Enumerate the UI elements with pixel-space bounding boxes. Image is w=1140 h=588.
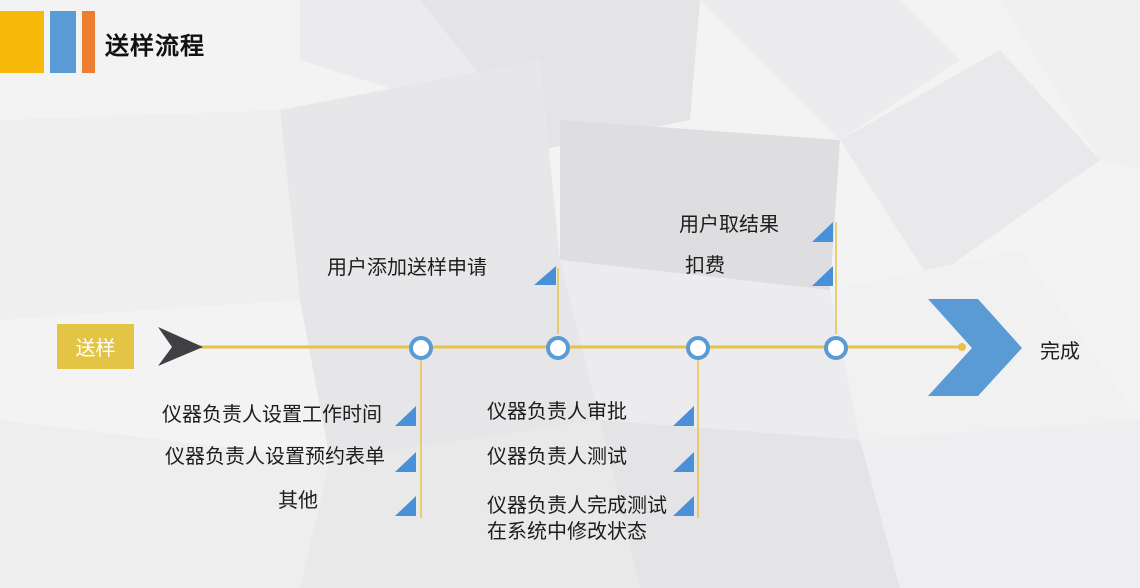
end-label: 完成 bbox=[1040, 339, 1080, 363]
start-box: 送样 bbox=[57, 324, 134, 369]
marker-icon bbox=[673, 406, 694, 426]
step-label: 用户取结果 bbox=[679, 212, 779, 236]
timeline-node-3 bbox=[686, 336, 710, 360]
marker-icon bbox=[395, 406, 416, 426]
step-label: 仪器负责人测试 bbox=[487, 444, 627, 468]
page-title: 送样流程 bbox=[105, 32, 205, 60]
step-label: 仪器负责人审批 bbox=[487, 399, 627, 423]
marker-icon bbox=[395, 496, 416, 516]
header-bar-blue bbox=[50, 11, 76, 73]
step-label: 扣费 bbox=[685, 253, 725, 277]
timeline-node-2 bbox=[546, 336, 570, 360]
marker-icon bbox=[812, 266, 833, 286]
header-bar-orange bbox=[82, 11, 95, 73]
marker-icon bbox=[534, 266, 556, 285]
step-label: 仪器负责人完成测试在系统中修改状态 bbox=[487, 493, 667, 543]
step-label: 其他 bbox=[278, 488, 318, 512]
step-label: 用户添加送样申请 bbox=[327, 255, 487, 279]
header-bar-yellow bbox=[0, 11, 44, 73]
marker-icon bbox=[812, 222, 833, 242]
marker-icon bbox=[673, 452, 694, 472]
timeline-node-4 bbox=[824, 336, 848, 360]
marker-icon bbox=[395, 452, 416, 472]
step-label: 仪器负责人设置预约表单 bbox=[165, 444, 385, 468]
start-arrow-icon bbox=[158, 327, 203, 366]
timeline-end-dot bbox=[958, 343, 966, 351]
end-chevron-icon bbox=[928, 299, 1022, 396]
timeline-node-1 bbox=[409, 336, 433, 360]
step-label: 仪器负责人设置工作时间 bbox=[162, 402, 382, 426]
marker-icon bbox=[673, 496, 694, 516]
start-label: 送样 bbox=[75, 336, 116, 360]
